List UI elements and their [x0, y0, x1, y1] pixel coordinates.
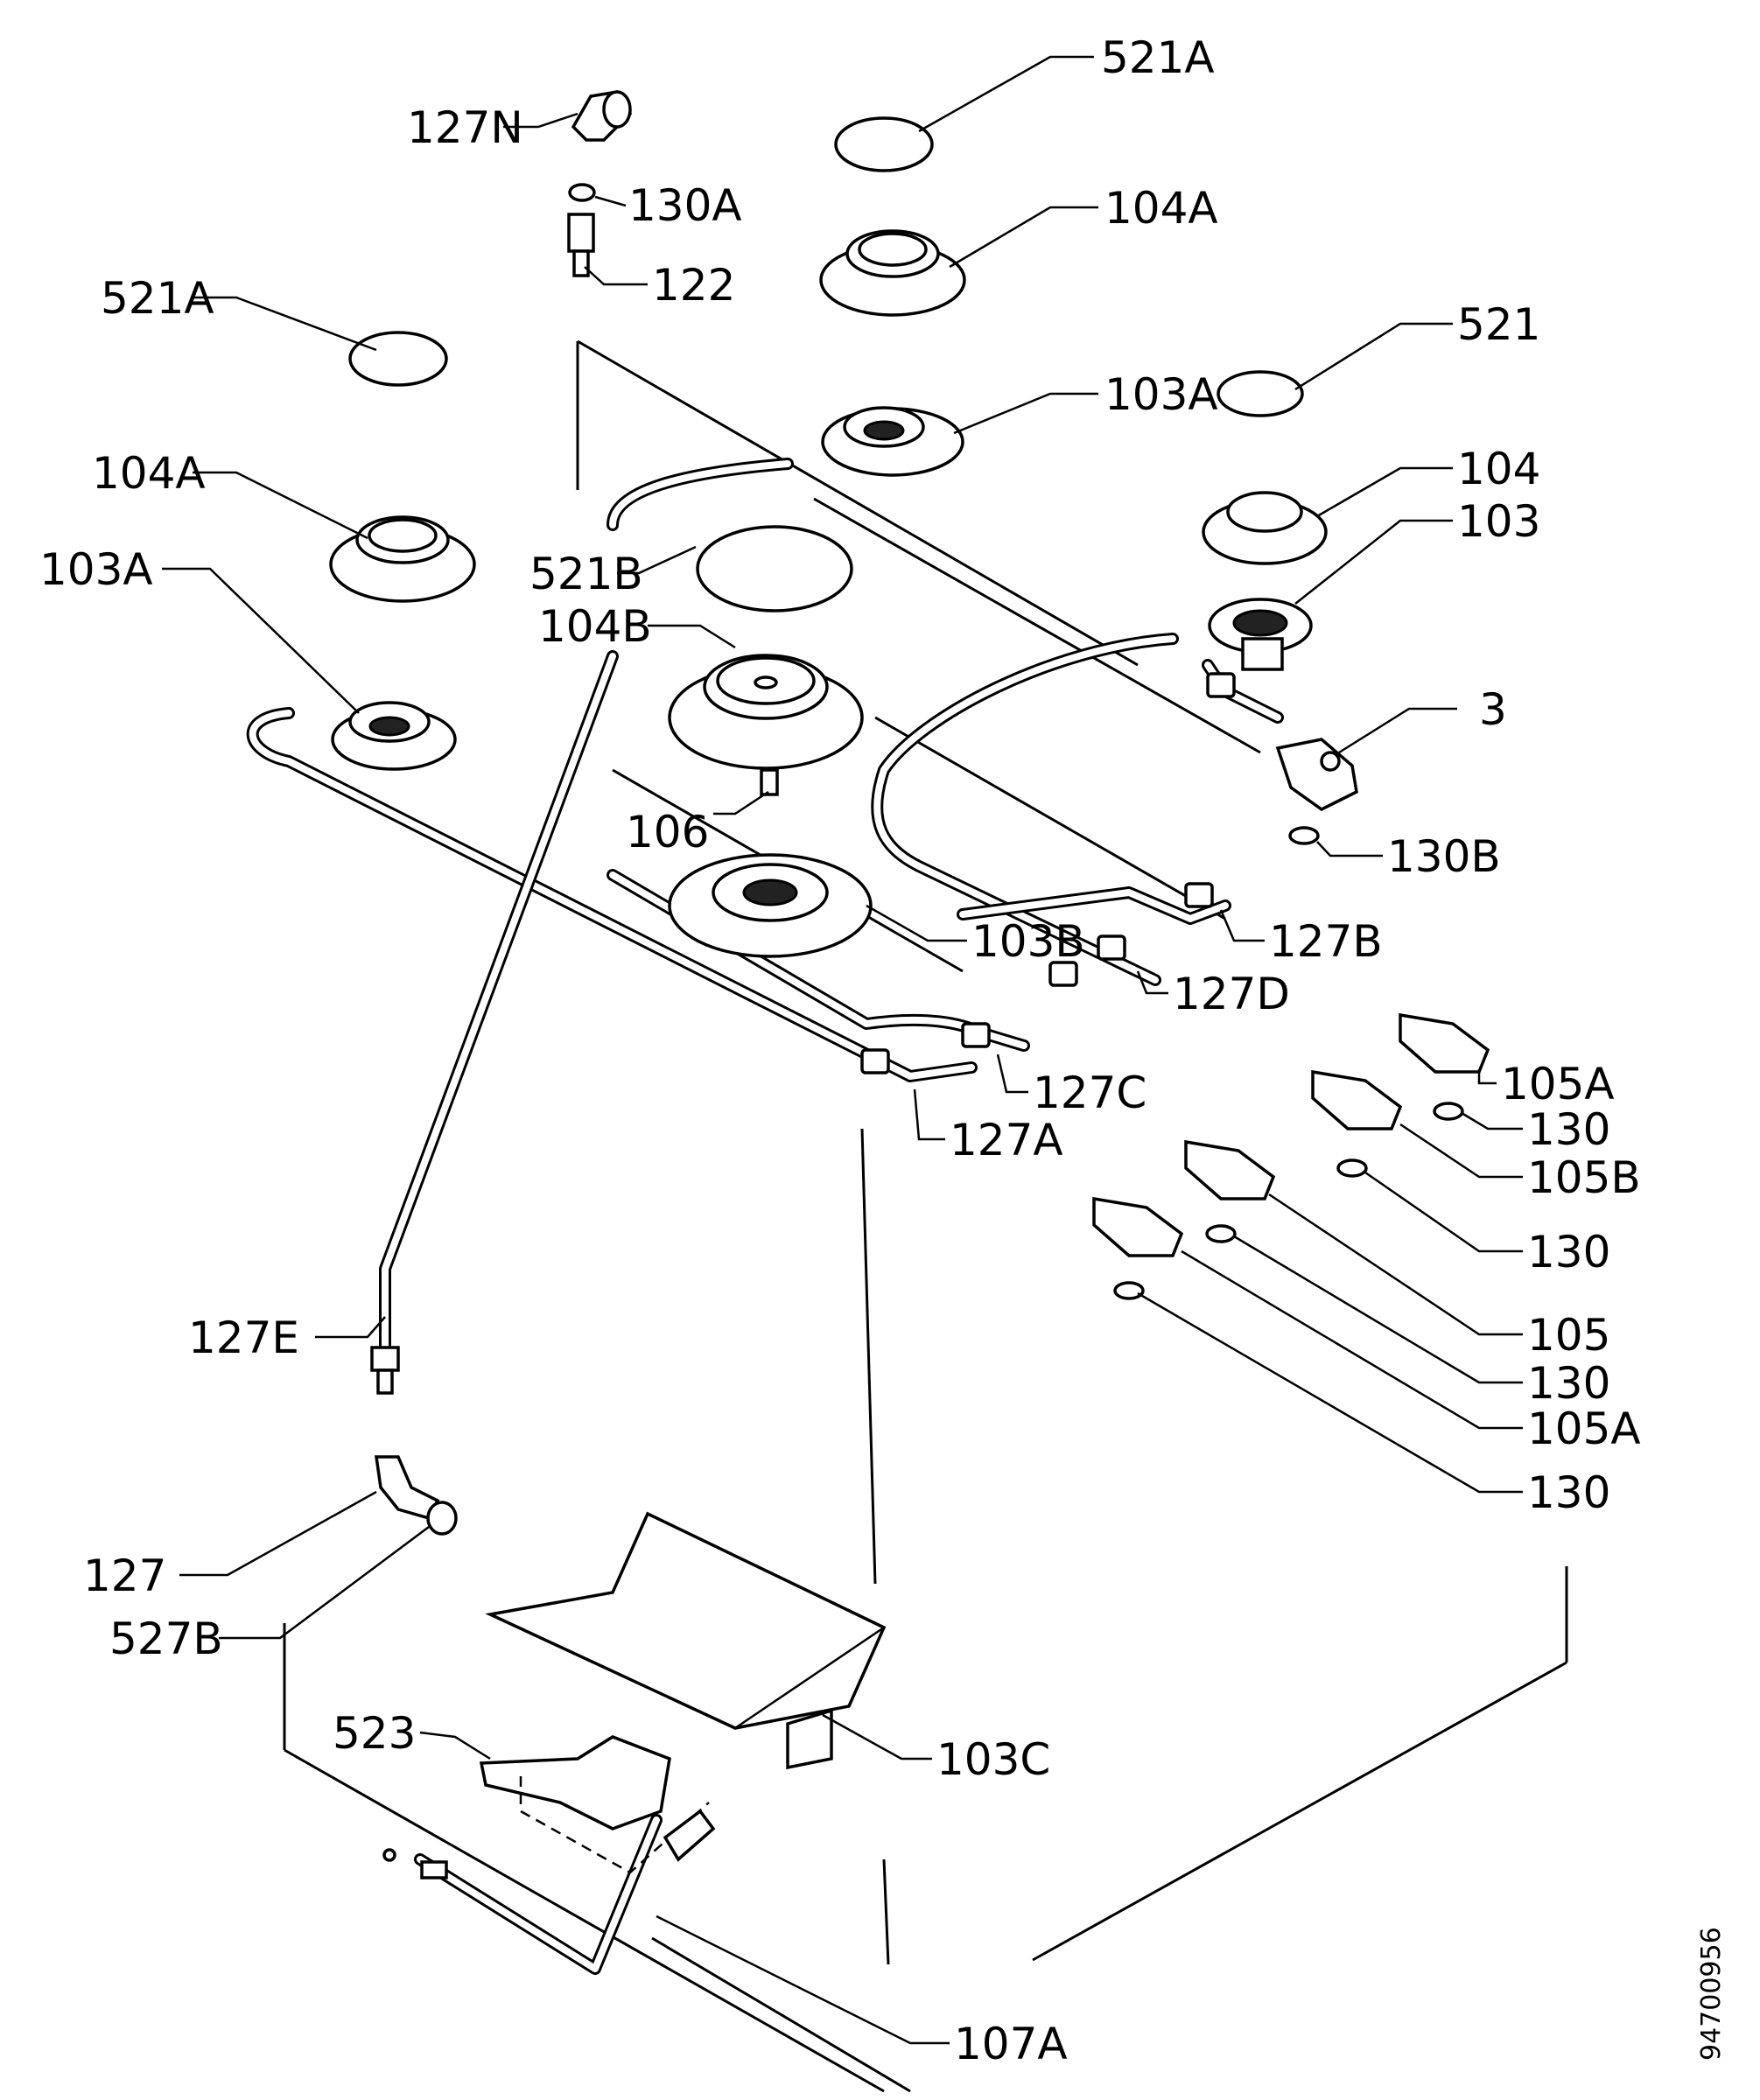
label-127: 127 [83, 1550, 166, 1601]
label-130a: 130A [628, 180, 742, 231]
label-105a-top: 105A [1501, 1059, 1615, 1110]
label-103c: 103C [936, 1734, 1050, 1785]
label-3: 3 [1479, 684, 1507, 735]
label-107a: 107A [954, 2019, 1068, 2069]
label-130-3: 130 [1527, 1358, 1610, 1409]
burner-parts [329, 90, 1490, 1880]
label-127n: 127N [407, 102, 523, 153]
label-527b: 527B [109, 1614, 223, 1664]
label-521: 521 [1457, 299, 1540, 350]
label-104a-left: 104A [92, 448, 206, 499]
leader-lines [162, 55, 1523, 2045]
label-521b: 521B [529, 549, 643, 599]
label-103a-top: 103A [1104, 369, 1218, 420]
label-521a-left: 521A [101, 273, 214, 324]
label-523: 523 [333, 1708, 416, 1759]
label-130-4: 130 [1527, 1467, 1610, 1518]
label-130-1: 130 [1527, 1104, 1610, 1155]
label-127d: 127D [1173, 969, 1290, 1019]
part-labels: 521A 127N 130A 122 104A 521A 521 103A 10… [39, 32, 1641, 2069]
catalog-number: 94700956 [1696, 1927, 1727, 2061]
label-106: 106 [626, 807, 709, 858]
label-521a-top: 521A [1101, 32, 1215, 83]
label-127b: 127B [1269, 916, 1383, 967]
label-130b: 130B [1387, 831, 1501, 882]
label-103a-left: 103A [39, 544, 153, 595]
label-105a-bottom: 105A [1527, 1404, 1641, 1454]
label-104b: 104B [538, 601, 652, 652]
label-104: 104 [1457, 444, 1540, 494]
label-105b: 105B [1527, 1152, 1641, 1203]
label-127a: 127A [950, 1115, 1063, 1166]
label-105: 105 [1527, 1310, 1610, 1361]
label-103b: 103B [971, 916, 1085, 967]
frame-lines [283, 340, 1568, 2093]
label-104a-top: 104A [1104, 183, 1218, 234]
label-103: 103 [1457, 496, 1540, 547]
label-127c: 127C [1033, 1068, 1146, 1118]
label-127e: 127E [188, 1312, 299, 1363]
label-122: 122 [652, 260, 735, 311]
label-130-2: 130 [1527, 1227, 1610, 1278]
gas-pipes [246, 458, 1284, 1975]
